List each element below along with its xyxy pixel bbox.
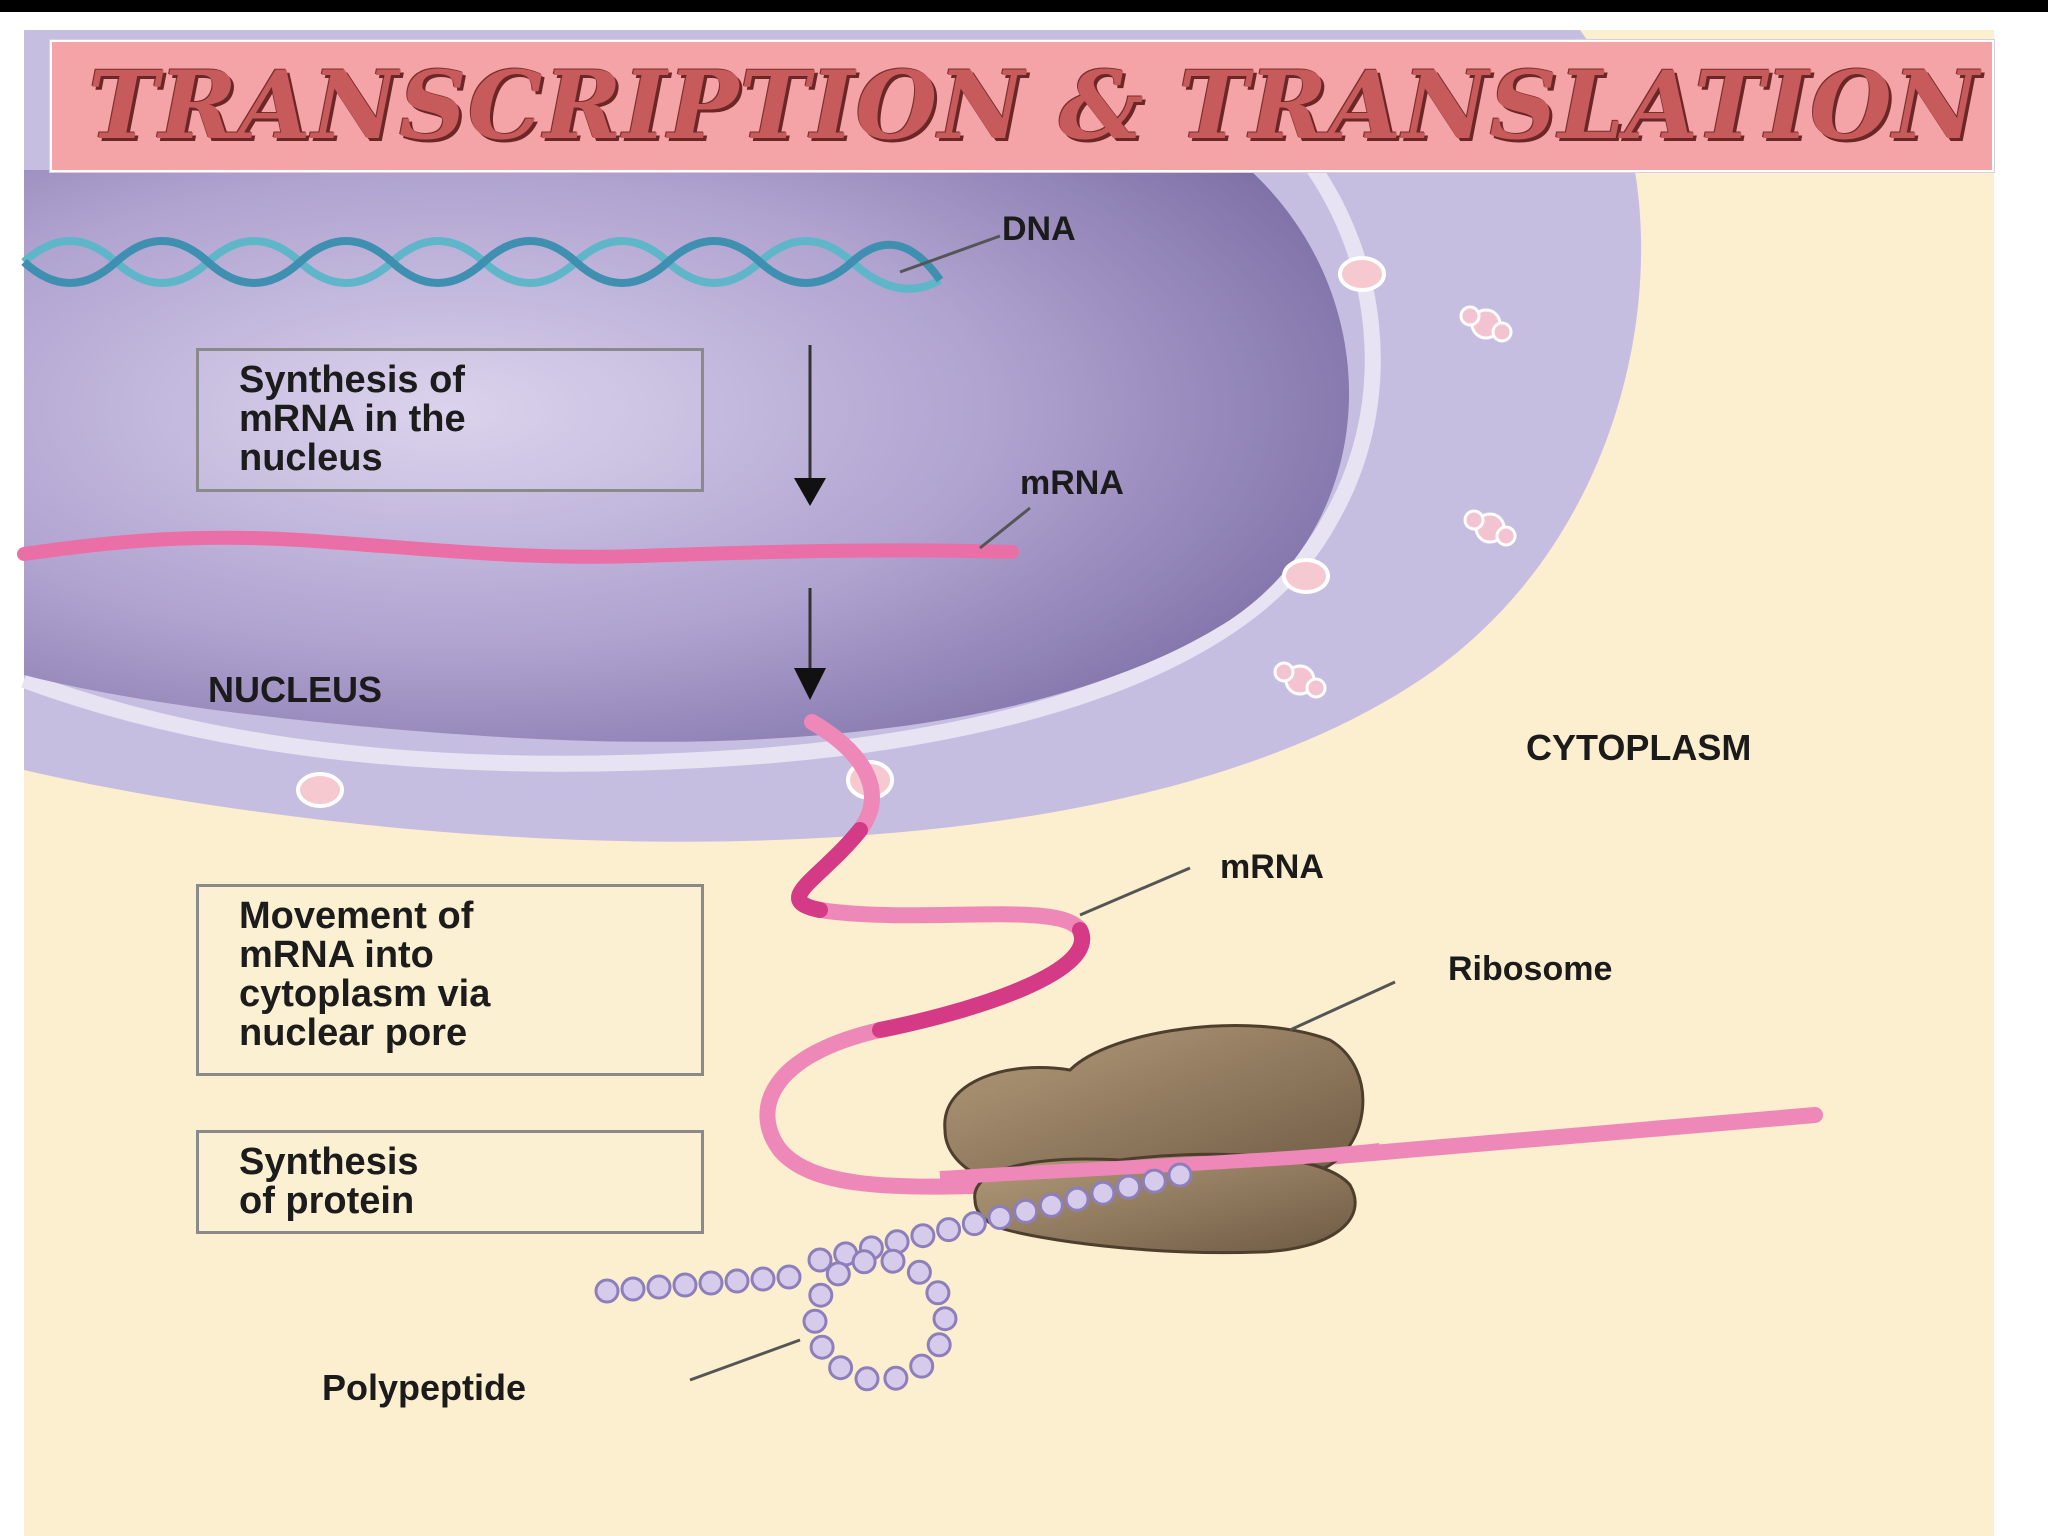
top-black-bar: [0, 0, 2048, 12]
amino-acid-bead: [750, 1266, 776, 1292]
amino-acid-bead: [698, 1270, 724, 1296]
amino-acid-bead: [1141, 1168, 1167, 1194]
label-cytoplasm: CYTOPLASM: [1526, 727, 1751, 768]
amino-acid-bead: [802, 1308, 828, 1334]
amino-acid-bead: [1116, 1174, 1142, 1200]
amino-acid-bead: [825, 1261, 851, 1287]
step-box-translation: Synthesis of protein: [196, 1130, 704, 1234]
amino-acid-bead: [909, 1353, 935, 1379]
ribosome-leader-line: [1289, 980, 1396, 1032]
label-dna: DNA: [1002, 210, 1076, 248]
amino-acid-bead: [880, 1248, 906, 1274]
label-mrna-cytoplasm: mRNA: [1220, 848, 1324, 886]
mrna-nucleus-leader-line: [979, 506, 1031, 550]
amino-acid-bead: [926, 1332, 952, 1358]
amino-acid-bead: [807, 1247, 833, 1273]
ribosome: [943, 1024, 1365, 1255]
mrna-strand-cytoplasm-dark: [791, 822, 1091, 1038]
mrna-cytoplasm-leader-line: [1079, 866, 1191, 917]
amino-acid-bead: [1038, 1192, 1064, 1218]
label-polypeptide: Polypeptide: [322, 1367, 526, 1408]
amino-acid-bead: [808, 1282, 834, 1308]
title-banner: TRANSCRIPTION & TRANSLATION: [50, 40, 1994, 172]
amino-acid-bead: [1064, 1186, 1090, 1212]
amino-acid-bead: [1013, 1198, 1039, 1224]
label-mrna-nucleus: mRNA: [1020, 464, 1124, 502]
amino-acid-bead: [883, 1365, 909, 1391]
amino-acid-bead: [961, 1211, 987, 1237]
amino-acid-bead: [906, 1259, 932, 1285]
amino-acid-bead: [776, 1264, 802, 1290]
label-ribosome: Ribosome: [1448, 950, 1612, 988]
nucleus-region: [24, 170, 1350, 742]
mrna-strand-nucleus: [17, 530, 1019, 564]
amino-acid-bead: [809, 1334, 835, 1360]
amino-acid-bead: [724, 1268, 750, 1294]
amino-acid-bead: [594, 1278, 620, 1304]
amino-acid-bead: [1167, 1162, 1193, 1188]
dna-leader-line: [899, 234, 1001, 274]
nuclear-envelope-inner-line: [21, 145, 1381, 772]
amino-acid-bead: [932, 1306, 958, 1332]
amino-acid-bead: [672, 1272, 698, 1298]
mrna-through-ribosome: [939, 1143, 1381, 1185]
amino-acid-bead: [851, 1249, 877, 1275]
polypeptide-leader-line: [689, 1338, 801, 1382]
dna-helix: [21, 237, 944, 293]
amino-acid-bead: [987, 1205, 1013, 1230]
slide-title: TRANSCRIPTION & TRANSLATION: [88, 51, 1980, 161]
amino-acid-bead: [620, 1276, 646, 1302]
step-box-export: Movement of mRNA into cytoplasm via nucl…: [196, 884, 704, 1076]
polypeptide-chain: [594, 1162, 1193, 1392]
amino-acid-bead: [910, 1223, 936, 1249]
label-nucleus: NUCLEUS: [208, 669, 382, 710]
down-arrow-1: [794, 345, 826, 506]
envelope-ribosomes: [1273, 305, 1517, 699]
amino-acid-bead: [925, 1280, 951, 1306]
amino-acid-bead: [1090, 1180, 1116, 1206]
down-arrow-2: [794, 588, 826, 700]
amino-acid-bead: [854, 1366, 880, 1392]
amino-acid-bead: [828, 1355, 854, 1381]
step-box-transcription: Synthesis of mRNA in the nucleus: [196, 348, 704, 492]
amino-acid-bead: [936, 1217, 962, 1243]
amino-acid-bead: [646, 1274, 672, 1300]
